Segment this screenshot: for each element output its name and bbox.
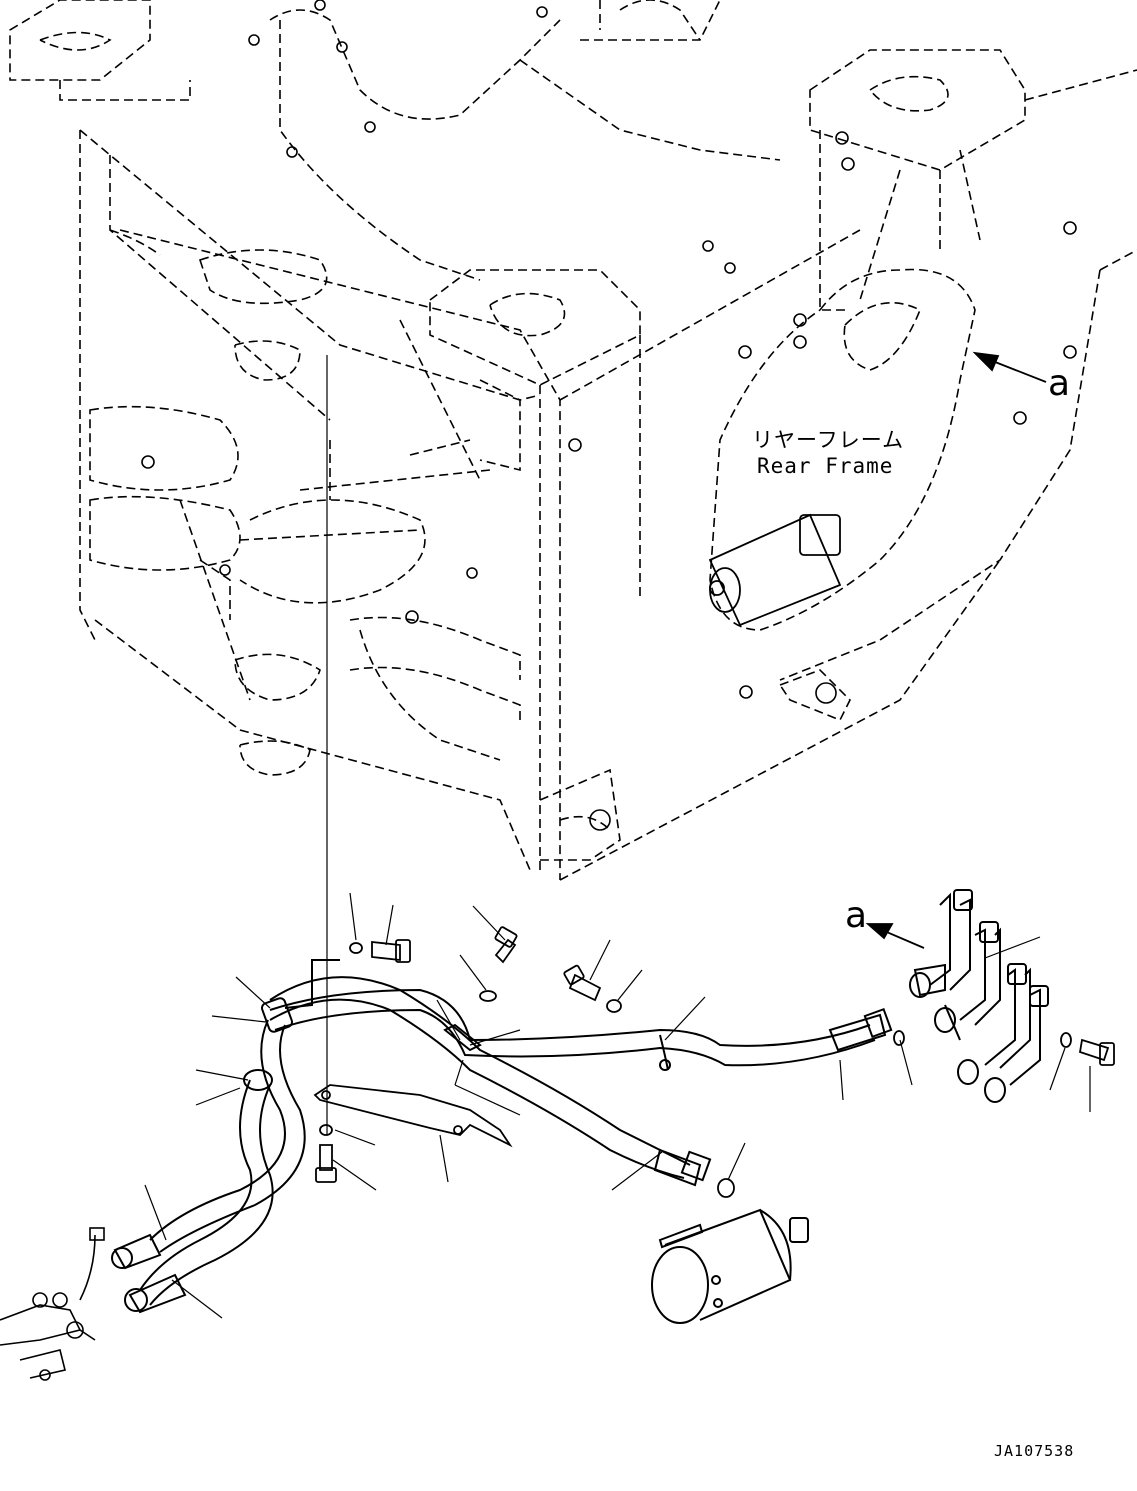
frame-label-english: Rear Frame — [757, 454, 894, 478]
frame-bolts — [141, 0, 1077, 831]
cylinder-unit — [651, 1208, 809, 1324]
hose-assembly — [111, 959, 893, 1314]
manifold — [909, 889, 1049, 1103]
view-arrow-top — [972, 351, 1047, 383]
leader-lines — [144, 892, 1091, 1319]
view-marker-bottom: a — [845, 895, 868, 936]
frame-motor — [708, 513, 842, 627]
lower-left-fittings — [0, 1227, 105, 1381]
fasteners — [315, 926, 1115, 1198]
view-arrow-bottom — [865, 923, 925, 949]
drawing-code: JA107538 — [994, 1442, 1075, 1460]
bracket-plate — [313, 1084, 513, 1148]
view-marker-top: a — [1048, 363, 1071, 404]
rear-frame-outline — [9, 0, 1137, 881]
frame-label-japanese: リヤーフレーム — [752, 428, 905, 452]
